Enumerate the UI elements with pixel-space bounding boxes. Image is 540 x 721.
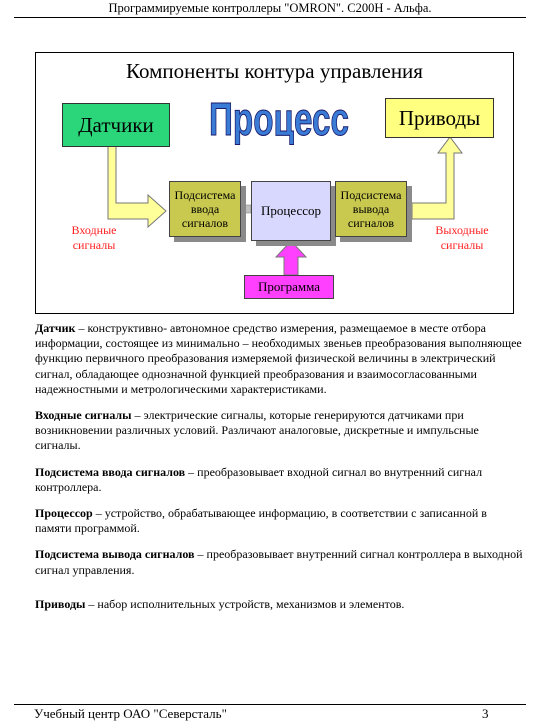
sensor-to-input-arrow — [107, 145, 167, 229]
definition-text: – конструктивно- автономное средство изм… — [35, 321, 522, 396]
drives-box: Приводы — [385, 98, 494, 138]
definition-output-subsystem: Подсистема вывода сигналов – преобразовы… — [35, 547, 525, 577]
definition-input-subsystem: Подсистема ввода сигналов – преобразовыв… — [35, 465, 525, 495]
input-signals-line-2: сигналы — [72, 238, 116, 252]
definition-term: Процессор — [35, 506, 93, 521]
definition-term: Датчик — [35, 321, 76, 335]
output-signals-line-2: сигналы — [440, 238, 484, 252]
program-box: Программа — [244, 275, 334, 299]
definition-term: Подсистема ввода сигналов — [35, 464, 186, 479]
header-divider — [14, 17, 526, 18]
program-to-cpu-arrow — [274, 240, 308, 276]
definition-text: – преобразовывает внутренний сигнал конт… — [35, 547, 523, 577]
definition-text: – электрические сигналы, которые генерир… — [35, 408, 479, 453]
program-label: Программа — [257, 279, 321, 294]
input-signals-label: Входные сигналы — [64, 223, 124, 253]
definition-term: Приводы — [35, 596, 86, 611]
footer-divider — [14, 704, 526, 705]
input-subsystem-box: Подсистема ввода сигналов — [169, 181, 241, 237]
page-number: 3 — [482, 706, 489, 721]
output-subsystem-box: Подсистема вывода сигналов — [335, 181, 407, 237]
page-header: Программируемые контроллеры "OMRON". С20… — [0, 0, 540, 20]
output-subsystem-line-1: Подсистема — [340, 188, 402, 202]
definition-processor: Процессор – устройство, обрабатывающее и… — [35, 506, 525, 536]
diagram-title: Компоненты контура управления — [126, 59, 423, 83]
control-loop-diagram: Компоненты контура управления Датчики Пр… — [35, 52, 514, 314]
input-subsystem-line-1: Подсистема — [174, 188, 236, 202]
input-subsystem-line-2: ввода — [190, 202, 220, 216]
processor-label: Процессор — [261, 203, 321, 218]
input-signals-line-1: Входные — [71, 223, 117, 237]
input-subsystem-line-3: сигналов — [181, 216, 229, 230]
definition-text: – преобразовывает входной сигнал во внут… — [35, 464, 483, 494]
definition-text: – набор исполнительных устройств, механи… — [85, 596, 405, 611]
footer-organization: Учебный центр ОАО "Северсталь" — [34, 706, 227, 721]
output-subsystem-line-2: вывода — [352, 202, 390, 216]
definition-term: Подсистема вывода сигналов — [35, 547, 195, 562]
definition-sensor: Датчик – конструктивно- автономное средс… — [35, 321, 525, 397]
output-signals-line-1: Выходные — [435, 223, 489, 237]
definition-text: – устройство, обрабатывающее информацию,… — [35, 506, 487, 536]
output-to-drive-arrow — [411, 136, 463, 220]
output-signals-label: Выходные сигналы — [432, 223, 492, 253]
sensors-box: Датчики — [62, 103, 170, 147]
header-title: Программируемые контроллеры "OMRON". С20… — [108, 1, 432, 15]
processor-box: Процессор — [251, 181, 331, 241]
sensors-label: Датчики — [78, 112, 154, 137]
process-word-art: Процесс — [209, 93, 350, 146]
process-word-text: Процесс — [209, 93, 349, 145]
drives-label: Приводы — [398, 105, 481, 130]
definition-input-signals: Входные сигналы – электрические сигналы,… — [35, 408, 525, 454]
definition-drives: Приводы – набор исполнительных устройств… — [35, 597, 525, 612]
output-subsystem-line-3: сигналов — [347, 216, 395, 230]
definition-term: Входные сигналы — [35, 408, 132, 423]
definitions: Датчик – конструктивно- автономное средс… — [35, 321, 525, 623]
